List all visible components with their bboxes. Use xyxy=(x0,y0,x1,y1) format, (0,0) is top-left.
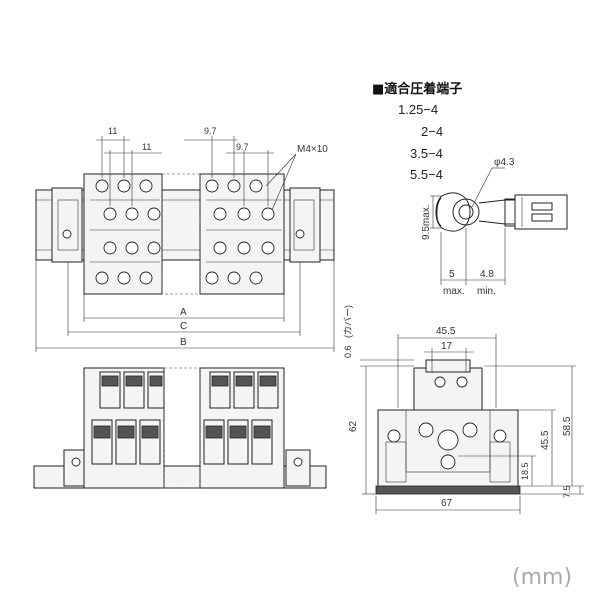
front-upper-terminals xyxy=(99,371,279,409)
pitch-outer-left: 11 xyxy=(108,126,117,136)
side-height-58: 58.5 xyxy=(562,416,573,436)
lug-dim-1-note: max. xyxy=(443,286,465,297)
dim-c: C xyxy=(180,321,187,332)
front-view xyxy=(33,367,327,489)
legend-item-1: 1.25−4 xyxy=(398,102,438,117)
lug-barrel xyxy=(514,194,568,230)
crimp-lug-drawing: φ4.3 9.5max. 5 max. 4.8 min. xyxy=(421,157,568,297)
pitch-inner-left: 11 xyxy=(142,142,151,152)
lug-dim-2-note: min. xyxy=(477,286,496,297)
legend-title: ■適合圧着端子 xyxy=(372,81,462,97)
dim-a: A xyxy=(180,307,187,318)
top-view: 11 11 9.7 9.7 M4×10 A C B xyxy=(35,126,335,352)
legend-item-3: 3.5−4 xyxy=(410,146,443,161)
screw-grid-left xyxy=(95,179,161,285)
side-top-width: 45.5 xyxy=(436,326,456,337)
lug-width-label: 9.5max. xyxy=(421,204,432,240)
lug-hole xyxy=(458,204,474,220)
unit-label: (mm) xyxy=(512,565,572,590)
screw-grid-right xyxy=(205,179,275,285)
side-base-width: 67 xyxy=(441,498,453,509)
side-inner-width: 17 xyxy=(441,341,453,352)
dim-b: B xyxy=(180,337,187,348)
screw-spec-label: M4×10 xyxy=(297,144,328,155)
side-cover-gap: 0.6 xyxy=(343,345,353,358)
side-height-45: 45.5 xyxy=(540,430,551,450)
lug-dim-1-value: 5 xyxy=(449,269,455,280)
side-cover-note: (カバー) xyxy=(343,305,353,338)
side-height-7: 7.5 xyxy=(562,485,572,498)
legend-item-4: 5.5−4 xyxy=(410,167,443,182)
side-view: 45.5 17 0.6 (カバー) 62 58.5 45.5 18.5 7.5 … xyxy=(343,305,584,514)
front-lower-terminals xyxy=(91,419,273,465)
side-height-18: 18.5 xyxy=(520,462,530,480)
lug-ring xyxy=(452,198,480,226)
side-height-total: 62 xyxy=(348,420,359,432)
terminal-legend: ■適合圧着端子 1.25−4 2−4 3.5−4 5.5−4 xyxy=(372,81,462,182)
pitch-inner-right: 9.7 xyxy=(236,142,249,152)
legend-item-2: 2−4 xyxy=(421,124,443,139)
lug-hole-label: φ4.3 xyxy=(494,157,515,168)
lug-dim-2-value: 4.8 xyxy=(480,269,494,280)
pitch-outer-right: 9.7 xyxy=(204,126,217,136)
